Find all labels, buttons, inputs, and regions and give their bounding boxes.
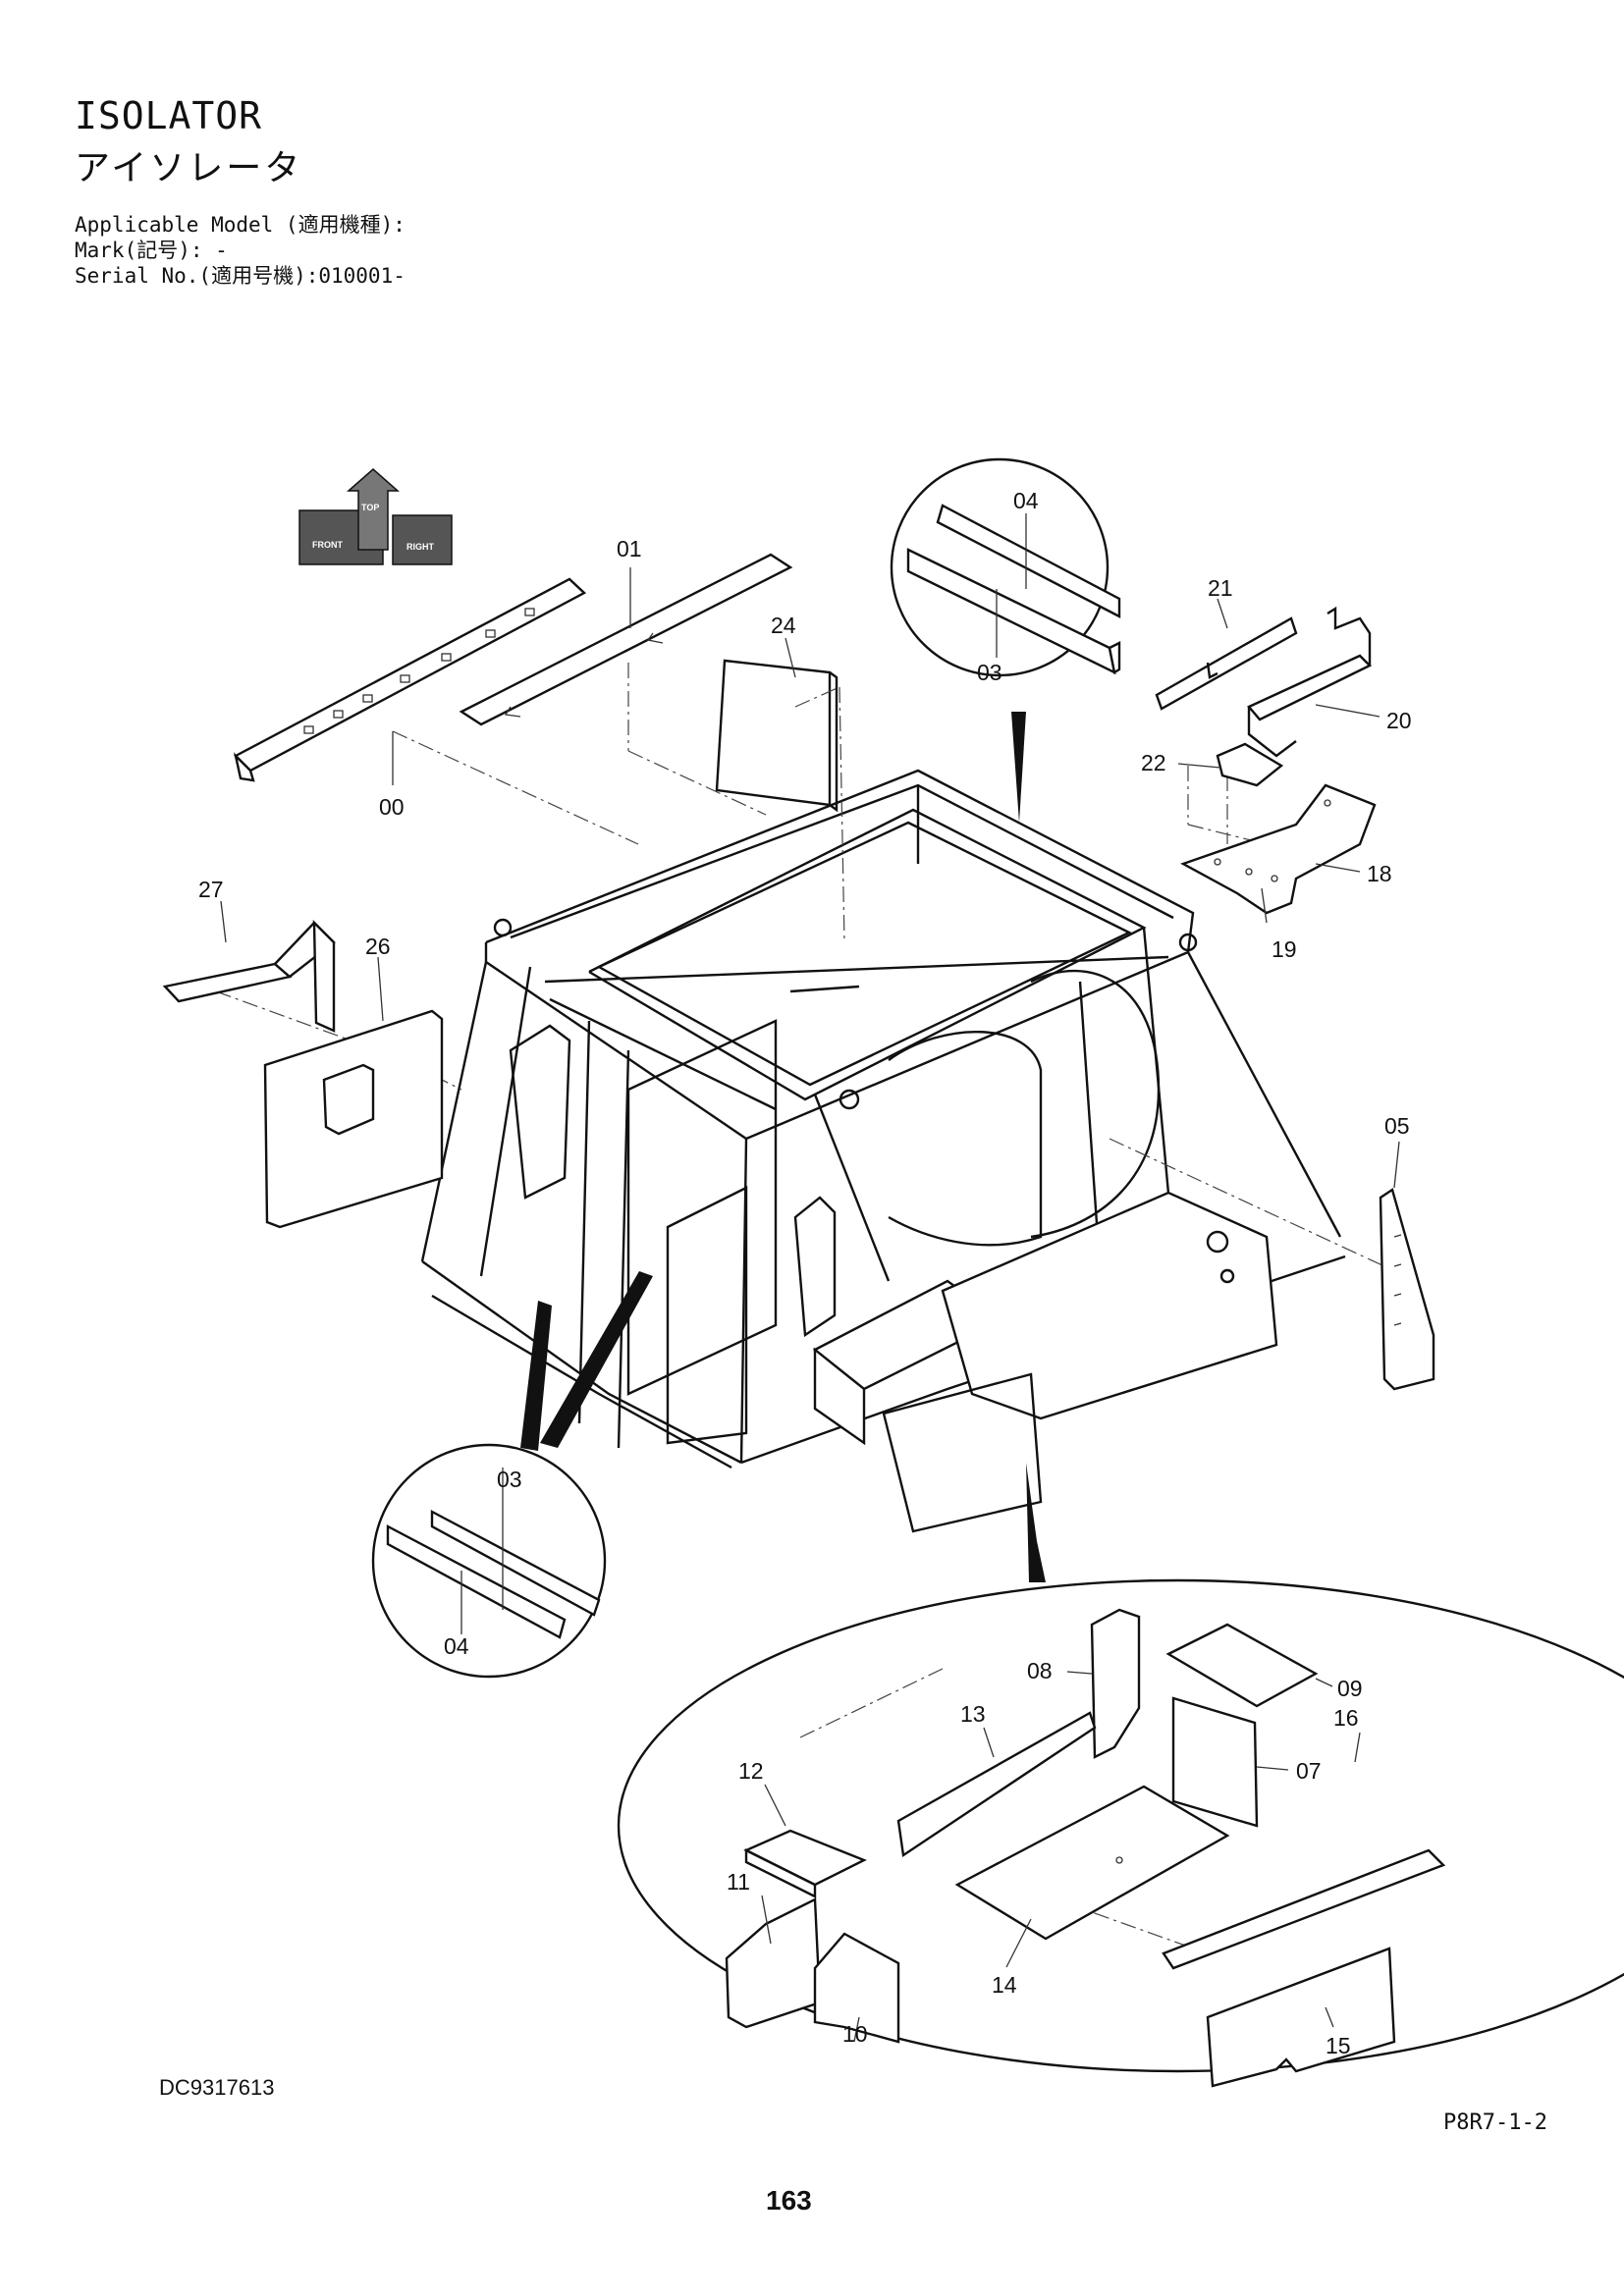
callout-22: 22 xyxy=(1141,750,1166,775)
callout-13: 13 xyxy=(960,1701,986,1727)
detail-circle-left xyxy=(371,1271,653,1679)
callout-12: 12 xyxy=(738,1758,764,1784)
callout-00: 00 xyxy=(379,794,405,820)
part-20-shape xyxy=(1247,606,1373,758)
callout-05: 05 xyxy=(1384,1113,1410,1139)
part-24-shape xyxy=(715,659,839,813)
callout-labels: 00 01 04 03 24 03 04 27 26 21 20 22 18 1… xyxy=(198,488,1412,2058)
cab-frame xyxy=(420,769,1346,1533)
callout-03-left: 03 xyxy=(497,1467,522,1492)
callout-27: 27 xyxy=(198,877,224,902)
orientation-top-label: TOP xyxy=(361,503,379,512)
part-00-shape xyxy=(233,577,587,782)
mark-line: Mark(記号): - xyxy=(75,239,228,262)
orientation-arrows-icon: FRONT TOP RIGHT xyxy=(298,468,453,565)
callout-21: 21 xyxy=(1208,575,1233,601)
orientation-front-label: FRONT xyxy=(312,540,343,550)
document-id: DC9317613 xyxy=(159,2075,275,2100)
part-21-shape xyxy=(1155,616,1298,711)
callout-08: 08 xyxy=(1027,1658,1053,1683)
callout-19: 19 xyxy=(1272,936,1297,962)
callout-10: 10 xyxy=(842,2021,868,2047)
callout-03-top: 03 xyxy=(977,660,1002,685)
callout-18: 18 xyxy=(1367,861,1392,886)
callout-07: 07 xyxy=(1296,1758,1322,1784)
callout-09: 09 xyxy=(1337,1676,1363,1701)
page-reference: P8R7-1-2 xyxy=(1443,2110,1547,2135)
part-22-shape xyxy=(1216,742,1284,787)
part-26-shape xyxy=(263,1009,444,1229)
orientation-right-label: RIGHT xyxy=(406,542,435,552)
callout-15: 15 xyxy=(1326,2033,1351,2058)
applicable-model-line: Applicable Model (適用機種): xyxy=(75,213,406,237)
callout-leader-lines xyxy=(220,513,1400,2043)
page-number: 163 xyxy=(766,2185,812,2216)
callout-20: 20 xyxy=(1386,708,1412,733)
callout-04-left: 04 xyxy=(444,1633,469,1659)
page-title-japanese: アイソレータ xyxy=(75,148,303,188)
callout-24: 24 xyxy=(771,613,796,638)
part-01-shape xyxy=(459,553,793,726)
serial-number-line: Serial No.(適用号機):010001- xyxy=(75,264,406,288)
callout-26: 26 xyxy=(365,934,391,959)
callout-16: 16 xyxy=(1333,1705,1359,1731)
callout-01: 01 xyxy=(617,536,642,561)
page-title: ISOLATOR xyxy=(75,94,263,137)
callout-14: 14 xyxy=(992,1972,1017,1998)
part-18-shape xyxy=(1180,783,1377,915)
part-05-shape xyxy=(1379,1188,1435,1391)
callout-04-top: 04 xyxy=(1013,488,1039,513)
part-27-shape xyxy=(162,920,336,1033)
detail-ellipse-lower xyxy=(617,1463,1624,2088)
detail-circle-top xyxy=(890,457,1121,823)
callout-11: 11 xyxy=(727,1869,750,1895)
